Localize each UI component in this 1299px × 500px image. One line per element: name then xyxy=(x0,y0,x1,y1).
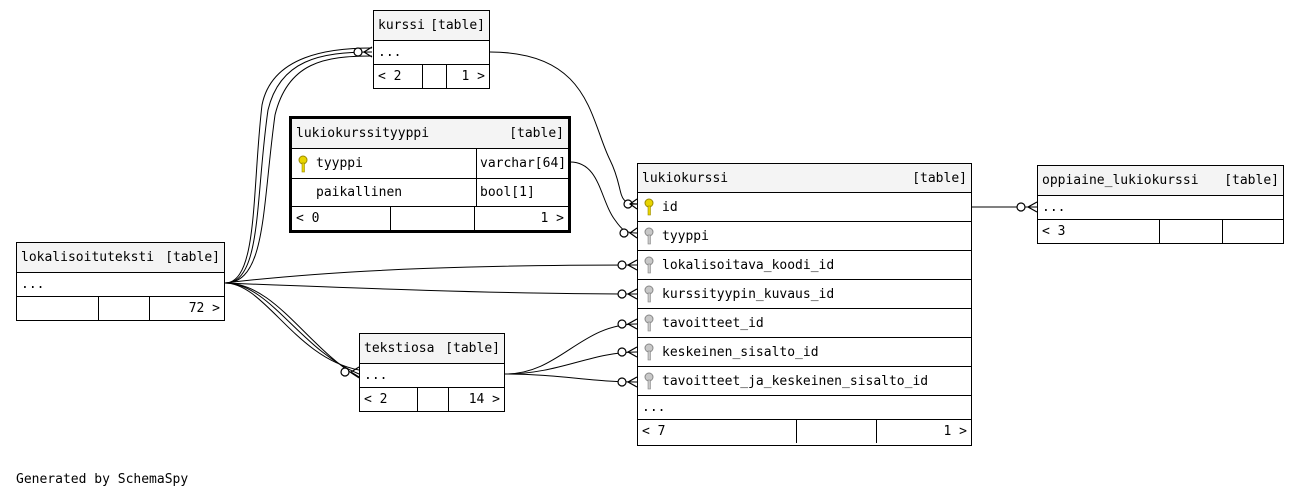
table-header: oppiaine_lukiokurssi [table] xyxy=(1038,166,1283,196)
foreign-key-icon xyxy=(644,372,654,390)
table-tag: [table] xyxy=(430,18,485,33)
table-tag: [table] xyxy=(165,250,220,265)
table-footer: < 0 1 > xyxy=(292,207,568,230)
table-tekstiosa[interactable]: tekstiosa [table] ... < 2 14 > xyxy=(359,333,505,412)
footer-spacer xyxy=(390,207,474,230)
more-columns: ... xyxy=(364,368,388,383)
foreign-key-icon xyxy=(644,256,654,274)
foreign-key-icon xyxy=(644,343,654,361)
table-lukiokurssityyppi[interactable]: lukiokurssityyppi [table] tyyppi varchar… xyxy=(289,116,571,233)
footer-spacer xyxy=(1222,220,1283,243)
footer-spacer xyxy=(98,297,149,320)
column-name: kurssityypin_kuvaus_id xyxy=(662,286,835,302)
table-footer: < 7 1 > xyxy=(638,420,971,443)
foreign-key-icon xyxy=(644,227,654,245)
more-columns: ... xyxy=(1042,200,1066,215)
table-row: ... xyxy=(17,273,224,297)
footer-spacer xyxy=(422,65,446,88)
column-name: tyyppi xyxy=(316,156,363,171)
table-name: lukiokurssi xyxy=(642,170,729,186)
column-name: tavoitteet_id xyxy=(662,315,764,331)
column-type: varchar[64] xyxy=(476,149,568,178)
table-name: tekstiosa xyxy=(364,341,435,356)
children-count[interactable]: 72 > xyxy=(149,297,224,320)
foreign-key-icon xyxy=(644,285,654,303)
table-header: lukiokurssi [table] xyxy=(638,164,971,193)
footer-spacer xyxy=(417,388,448,411)
table-row: tyyppi varchar[64] xyxy=(292,149,568,179)
more-columns: ... xyxy=(378,45,402,60)
children-count[interactable]: 1 > xyxy=(474,207,568,230)
column-cell: tyyppi xyxy=(292,155,476,173)
primary-key-icon xyxy=(298,155,308,172)
children-count[interactable]: 14 > xyxy=(448,388,504,411)
table-tag: [table] xyxy=(509,126,564,141)
table-oppiaine-lukiokurssi[interactable]: oppiaine_lukiokurssi [table] ... < 3 xyxy=(1037,165,1284,244)
generator-credit: Generated by SchemaSpy xyxy=(16,472,189,487)
table-footer: < 3 xyxy=(1038,220,1283,243)
column-cell: lokalisoitava_koodi_id xyxy=(638,256,971,274)
table-row: tavoitteet_ja_keskeinen_sisalto_id xyxy=(638,367,971,396)
table-row: ... xyxy=(638,396,971,420)
column-cell: tavoitteet_id xyxy=(638,314,971,332)
parents-count[interactable]: < 2 xyxy=(364,392,388,407)
table-row: ... xyxy=(1038,196,1283,220)
parents-count[interactable]: < 3 xyxy=(1042,224,1066,239)
table-header: lukiokurssityyppi [table] xyxy=(292,119,568,149)
table-row: ... xyxy=(374,41,489,65)
primary-key-icon xyxy=(644,198,654,216)
table-footer: 72 > xyxy=(17,297,224,320)
column-name: tavoitteet_ja_keskeinen_sisalto_id xyxy=(662,373,929,389)
column-cell: paikallinen xyxy=(292,185,476,200)
parents-count[interactable]: < 7 xyxy=(642,424,666,439)
more-columns: ... xyxy=(21,277,45,292)
column-cell: id xyxy=(638,198,971,216)
table-name: oppiaine_lukiokurssi xyxy=(1042,173,1199,188)
children-count[interactable]: 1 > xyxy=(446,65,489,88)
column-cell: kurssityypin_kuvaus_id xyxy=(638,285,971,303)
table-tag: [table] xyxy=(445,341,500,356)
column-name: id xyxy=(662,199,678,215)
table-header: tekstiosa [table] xyxy=(360,334,504,364)
table-lokalisoituteksti[interactable]: lokalisoituteksti [table] ... 72 > xyxy=(16,242,225,321)
column-type: bool[1] xyxy=(476,179,568,206)
table-tag: [table] xyxy=(912,170,967,186)
parents-count[interactable]: < 0 xyxy=(296,211,320,226)
footer-spacer xyxy=(796,420,876,443)
table-row: paikallinen bool[1] xyxy=(292,179,568,207)
table-name: lukiokurssityyppi xyxy=(296,126,430,141)
table-name: lokalisoituteksti xyxy=(21,250,155,265)
footer-spacer xyxy=(1159,220,1222,243)
table-header: kurssi [table] xyxy=(374,11,489,41)
table-row: ... xyxy=(360,364,504,388)
column-name: tyyppi xyxy=(662,228,709,244)
parents-count[interactable]: < 2 xyxy=(378,69,402,84)
column-cell: tyyppi xyxy=(638,227,971,245)
column-name: lokalisoitava_koodi_id xyxy=(662,257,835,273)
table-lukiokurssi[interactable]: lukiokurssi [table] id tyyppi lokalisoi xyxy=(637,163,972,446)
table-footer: < 2 1 > xyxy=(374,65,489,88)
table-name: kurssi xyxy=(378,18,425,33)
children-count[interactable]: 1 > xyxy=(876,420,971,443)
table-header: lokalisoituteksti [table] xyxy=(17,243,224,273)
table-row: kurssityypin_kuvaus_id xyxy=(638,280,971,309)
column-cell: keskeinen_sisalto_id xyxy=(638,343,971,361)
table-row: tavoitteet_id xyxy=(638,309,971,338)
more-columns: ... xyxy=(642,400,666,415)
column-cell: tavoitteet_ja_keskeinen_sisalto_id xyxy=(638,372,971,390)
footer-spacer xyxy=(17,297,98,320)
table-row: keskeinen_sisalto_id xyxy=(638,338,971,367)
column-name: paikallinen xyxy=(316,185,403,200)
column-name: keskeinen_sisalto_id xyxy=(662,344,819,360)
table-row: tyyppi xyxy=(638,222,971,251)
table-row: id xyxy=(638,193,971,222)
table-row: lokalisoitava_koodi_id xyxy=(638,251,971,280)
table-kurssi[interactable]: kurssi [table] ... < 2 1 > xyxy=(373,10,490,89)
foreign-key-icon xyxy=(644,314,654,332)
table-footer: < 2 14 > xyxy=(360,388,504,411)
table-tag: [table] xyxy=(1224,173,1279,188)
